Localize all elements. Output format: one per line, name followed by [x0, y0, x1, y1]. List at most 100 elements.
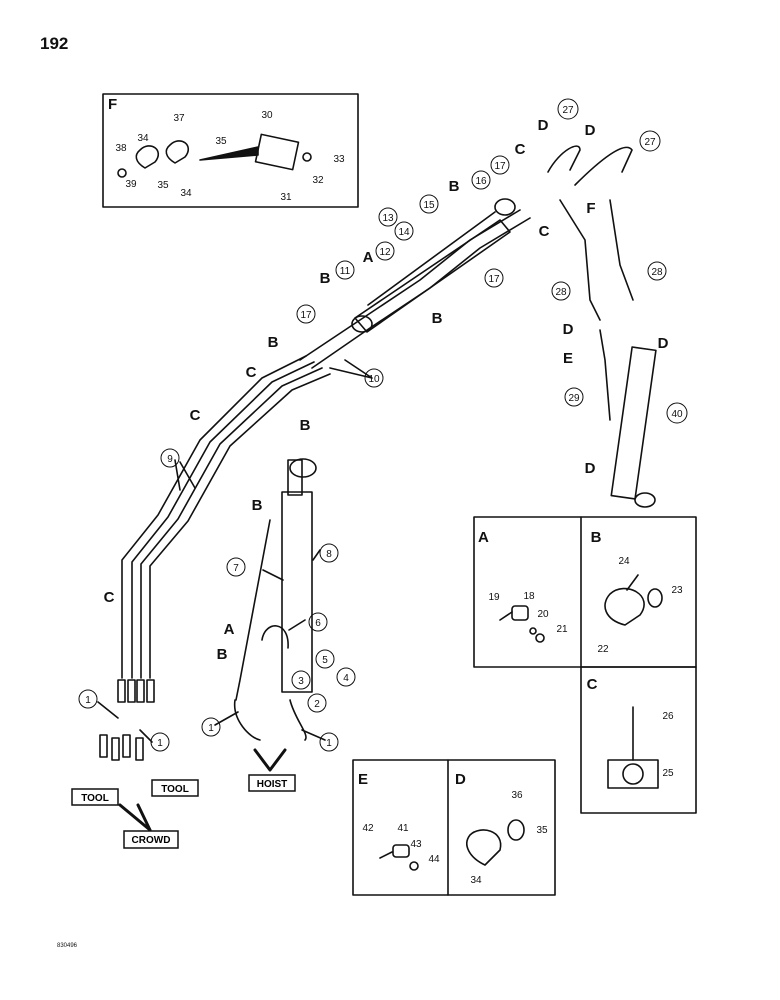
panel-c-parts: [607, 706, 659, 789]
part-number: 32: [312, 175, 324, 186]
crowd-label: CROWD: [123, 830, 179, 849]
callout: 16: [475, 176, 487, 187]
callout: 5: [322, 655, 328, 666]
part-number: 25: [662, 768, 674, 779]
callout: 8: [326, 549, 332, 560]
callout-circle: [375, 241, 395, 261]
callout-circle: [308, 612, 328, 632]
letter-tag: B: [591, 529, 602, 546]
callout: 14: [398, 227, 410, 238]
panel-d-title: D: [455, 771, 466, 788]
tool-label-left: TOOL: [71, 788, 119, 806]
part-number: 39: [125, 179, 137, 190]
callout-circle: [564, 387, 584, 407]
page-number: 192: [40, 34, 69, 53]
letter-tag: B: [217, 646, 228, 663]
part-number: 34: [137, 133, 149, 144]
cylinder-40: [610, 346, 657, 508]
callout: 9: [167, 454, 173, 465]
letter-tag: B: [268, 334, 279, 351]
part-number: 31: [280, 192, 292, 203]
callout-circle: [319, 543, 339, 563]
letter-tag: B: [300, 417, 311, 434]
callout-circle: [394, 221, 414, 241]
panel-ed-frame: [352, 759, 556, 896]
callout-circle: [378, 207, 398, 227]
callout: 12: [379, 247, 391, 258]
part-number: 19: [488, 592, 500, 603]
letter-tag: C: [515, 141, 526, 158]
letter-tag: A: [224, 621, 235, 638]
drawing-code: 830496: [57, 943, 78, 949]
callout: 17: [494, 161, 506, 172]
boom-tube-lines: [121, 209, 531, 679]
callout: 28: [651, 267, 663, 278]
letter-tag: D: [538, 117, 549, 134]
part-number: 36: [511, 790, 523, 801]
callout-circle: [291, 670, 311, 690]
panel-d-parts: [466, 819, 525, 866]
letter-tag: F: [586, 200, 595, 217]
callout-circle: [557, 98, 579, 120]
callout-circle: [336, 667, 356, 687]
part-number: 18: [523, 591, 535, 602]
panel-b-parts: [604, 574, 663, 626]
callout-circle: [419, 194, 439, 214]
callout: 40: [671, 409, 683, 420]
callout-circle: [335, 260, 355, 280]
letter-tag: D: [585, 460, 596, 477]
panel-ab-frame: [473, 516, 697, 668]
callout-circle: [160, 448, 180, 468]
part-number: 42: [362, 823, 374, 834]
tool-label-right: TOOL: [151, 779, 199, 797]
callout: 17: [300, 310, 312, 321]
part-number: 34: [470, 875, 482, 886]
part-number: 34: [180, 188, 192, 199]
callout-circle: [647, 261, 667, 281]
part-number: 35: [157, 180, 169, 191]
boom-cylinder: [351, 198, 516, 333]
part-number: 44: [428, 854, 440, 865]
part-number: 35: [536, 825, 548, 836]
callout-circle: [551, 281, 571, 301]
bottom-fittings: [99, 679, 155, 761]
callout-circle: [364, 368, 384, 388]
letter-tag: B: [252, 497, 263, 514]
callout-circle: [78, 689, 98, 709]
callout-circle: [296, 304, 316, 324]
callout-circle: [150, 732, 170, 752]
panel-e-title: E: [358, 771, 368, 788]
part-number: 33: [333, 154, 345, 165]
hoist-label: HOIST: [248, 774, 296, 792]
callout: 7: [233, 563, 239, 574]
callout: 17: [488, 274, 500, 285]
letter-tag: B: [320, 270, 331, 287]
callout: 3: [298, 676, 304, 687]
letter-tag: D: [585, 122, 596, 139]
callout: 6: [315, 618, 321, 629]
callout-circle: [490, 155, 510, 175]
callout: 11: [340, 266, 351, 277]
callout: 27: [644, 137, 656, 148]
part-number: 26: [662, 711, 674, 722]
letter-tag: C: [104, 589, 115, 606]
callout: 28: [555, 287, 567, 298]
letter-tag: D: [563, 321, 574, 338]
svg-text:TOOL: TOOL: [161, 784, 189, 795]
panel-f-title: F: [108, 96, 117, 113]
part-number: 30: [261, 110, 273, 121]
svg-text:TOOL: TOOL: [81, 793, 109, 804]
panel-a-title: A: [478, 529, 489, 546]
letter-tag: D: [658, 335, 669, 352]
callout-circle: [201, 717, 221, 737]
part-number: 38: [115, 143, 127, 154]
callout: 4: [343, 673, 349, 684]
svg-text:CROWD: CROWD: [132, 835, 171, 846]
part-number: 21: [556, 624, 568, 635]
letter-tag: C: [246, 364, 257, 381]
panel-e-parts: [379, 844, 419, 871]
upper-right-hoses: [547, 145, 634, 421]
letter-tag: A: [363, 249, 374, 266]
svg-text:HOIST: HOIST: [257, 779, 288, 790]
